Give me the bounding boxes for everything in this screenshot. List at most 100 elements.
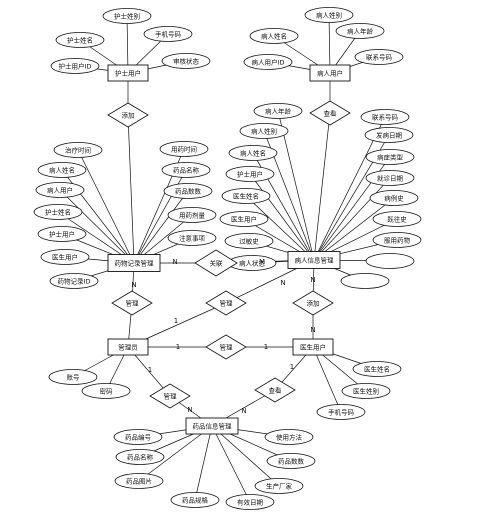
attribute-label: 就诊日期 (377, 174, 404, 183)
relationship-label: 添加 (307, 299, 320, 308)
attribute-oval (360, 109, 410, 125)
attribute-oval (114, 473, 164, 489)
info-attribute: 既往史 (372, 211, 422, 227)
drug-attribute: 药品规格 (170, 492, 220, 508)
attribute-label: 病人年龄 (347, 27, 374, 36)
relationship-nurse-add: 添加 (107, 102, 149, 128)
relationship-assoc: 关联 (194, 249, 238, 277)
entity-label: 医生用户 (300, 343, 326, 352)
attribute-oval (253, 103, 303, 119)
doctor-attribute: 医生姓名 (352, 361, 402, 377)
entity-info: 病人信息管理 (287, 251, 341, 269)
cardinality-label: M (259, 258, 265, 266)
attribute-label: 手机号码 (155, 30, 182, 39)
attribute-oval (243, 54, 293, 70)
entity-label: 药物记录管理 (115, 259, 155, 268)
attribute-label: 病人姓名 (240, 149, 266, 158)
attribute-oval (352, 361, 402, 377)
nurse-attribute: 审核状态 (161, 53, 211, 69)
attribute-label: 病人用户ID (252, 58, 285, 67)
attribute-oval (48, 369, 98, 385)
entity-drug: 药品信息管理 (185, 417, 239, 435)
attribute-label: 药品数数 (278, 457, 305, 466)
info-attribute: 联系号码 (360, 109, 410, 125)
attribute-oval (254, 478, 304, 494)
cardinality-label: N (310, 326, 315, 334)
attribute-oval (50, 58, 100, 74)
relationship-manage-drug: 管理 (149, 383, 191, 409)
cardinality-label: 1 (264, 343, 268, 351)
attribute-label: 药品数数 (175, 187, 202, 196)
entity-box (309, 64, 351, 82)
attribute-label: 用药剂量 (179, 211, 206, 220)
info-attribute (365, 253, 415, 269)
cardinality-label: N (310, 276, 315, 284)
attribute-oval (102, 8, 152, 24)
attribute-link (312, 346, 342, 413)
attribute-oval (113, 429, 163, 445)
attribute-oval (249, 28, 299, 44)
attribute-oval (159, 141, 209, 157)
relationship-diamond (107, 102, 149, 128)
record-attribute: 护士姓名 (33, 204, 83, 220)
attribute-label: 病人状态 (239, 259, 266, 268)
diagram-nodes: 护士姓别护士姓名手机号码护士用户ID审核状态病人姓别病人姓名病人年龄病人用户ID… (33, 7, 422, 510)
attribute-oval (228, 145, 278, 161)
entity-label: 药品信息管理 (193, 422, 233, 431)
info-attribute: 护士用户 (225, 166, 275, 182)
nurse-attribute: 护士用户ID (50, 58, 100, 74)
relationship-label: 管理 (164, 392, 178, 401)
attribute-label: 病人年龄 (265, 107, 292, 116)
attribute-label: 病人姓别 (316, 11, 342, 20)
info-attribute: 医生用户 (219, 211, 269, 227)
attribute-oval (224, 233, 274, 249)
attribute-label: 病人姓名 (49, 166, 75, 175)
relationship-label: 管理 (126, 299, 140, 308)
record-attribute: 注意事项 (167, 230, 217, 246)
record-attribute: 病人用户 (35, 182, 85, 198)
attribute-label: 注意事项 (179, 234, 206, 243)
attribute-label: 药品规格 (182, 496, 209, 505)
attribute-oval (167, 230, 217, 246)
record-attribute: 药品名称 (161, 162, 211, 178)
attribute-oval (143, 26, 193, 42)
record-attribute: 用药剂量 (167, 207, 217, 223)
attribute-label: 服用药物 (384, 236, 411, 245)
info-attribute: 病人姓别 (239, 123, 289, 139)
attribute-label: 病人用户 (47, 186, 73, 195)
cardinality-label: N (172, 258, 177, 266)
info-attribute (340, 273, 390, 289)
admin-attribute: 账号 (48, 369, 98, 385)
attribute-oval (161, 162, 211, 178)
attribute-label: 治疗时间 (65, 146, 91, 155)
attribute-oval (365, 253, 415, 269)
nurse-attribute: 护士姓别 (102, 8, 152, 24)
entity-box (185, 417, 239, 435)
attribute-oval (365, 170, 415, 186)
attribute-oval (81, 383, 131, 399)
cardinality-label: N (131, 281, 136, 289)
attribute-label: 护士姓别 (114, 12, 140, 21)
attribute-label: 使用方法 (276, 433, 303, 442)
attribute-oval (266, 453, 316, 469)
record-attribute: 治疗时间 (53, 142, 103, 158)
attribute-link (59, 189, 135, 264)
relationship-diamond (205, 290, 247, 316)
attribute-oval (341, 383, 391, 399)
attribute-link (126, 15, 129, 74)
attribute-link (138, 425, 213, 482)
relationship-manage-info: 管理 (205, 290, 247, 316)
patient-attribute: 病人用户ID (243, 54, 293, 70)
cardinality-label: N (280, 279, 285, 287)
relationship-label: 添加 (122, 111, 135, 120)
attribute-label: 医生姓名 (364, 365, 390, 374)
attribute-label: 联系号码 (372, 113, 399, 122)
attribute-link (277, 110, 315, 261)
attribute-label: 账号 (67, 373, 81, 382)
attribute-oval (221, 188, 271, 204)
attribute-link (328, 14, 331, 74)
relationship-diamond (292, 290, 334, 316)
attribute-oval (340, 273, 390, 289)
doctor-attribute: 手机号码 (316, 404, 366, 420)
